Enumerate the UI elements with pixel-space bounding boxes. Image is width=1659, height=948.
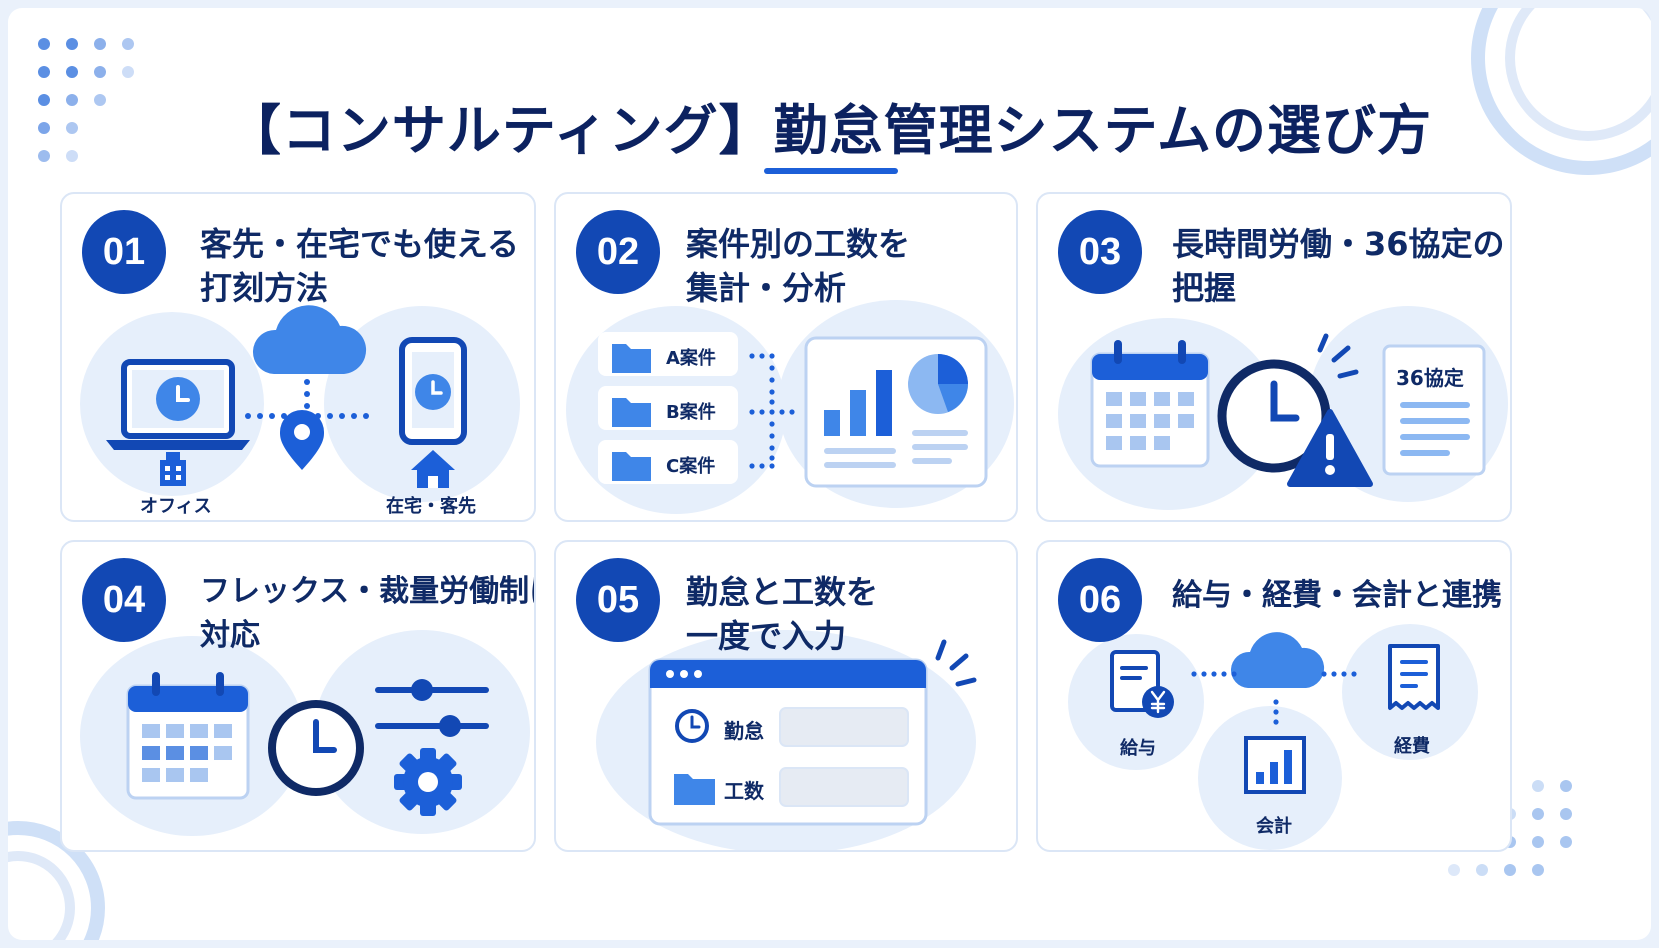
pie-chart-icon bbox=[908, 354, 968, 414]
card-title: 案件別の工数を 集計・分析 bbox=[686, 225, 911, 307]
card-title: フレックス・裁量労働制に 対応 bbox=[200, 574, 536, 653]
laptop-clock-icon bbox=[106, 359, 250, 450]
dot-grid-top-left bbox=[38, 38, 134, 162]
bar-chart-icon bbox=[1244, 736, 1306, 794]
payslip-yen-icon bbox=[1110, 650, 1174, 718]
card-06-illustration bbox=[1068, 624, 1478, 850]
clock-icon bbox=[268, 700, 364, 796]
card-05: 05 勤怠と工数を 一度で入力 勤怠 工数 bbox=[554, 540, 1018, 852]
card-title: 勤怠と工数を 一度で入力 bbox=[686, 573, 879, 655]
home-icon bbox=[411, 450, 455, 488]
highlight-rays bbox=[935, 639, 977, 687]
step-number: 04 bbox=[82, 558, 166, 642]
card-06: 06 給与・経費・会計と連携 給与 会計 経費 bbox=[1036, 540, 1512, 852]
card-01: 01 客先・在宅でも使える 打刻方法 オフィス 在宅・客先 bbox=[60, 192, 536, 522]
location-pin-icon bbox=[280, 410, 324, 470]
label-home: 在宅・客先 bbox=[386, 496, 476, 517]
step-number: 06 bbox=[1058, 558, 1142, 642]
warning-icon bbox=[1287, 409, 1373, 487]
label-accounting: 会計 bbox=[1256, 816, 1292, 837]
connector-dots bbox=[1191, 671, 1357, 725]
label-attendance: 勤怠 bbox=[724, 719, 764, 743]
receipt-icon bbox=[1388, 644, 1440, 710]
label-project-b: B案件 bbox=[666, 402, 716, 423]
sliders-icon bbox=[375, 679, 489, 737]
card-03-illustration bbox=[1058, 306, 1508, 510]
folder-icon bbox=[674, 774, 715, 805]
connector-dots bbox=[749, 353, 795, 469]
card-03: 03 長時間労働・36協定の 把握 36協定 bbox=[1036, 192, 1512, 522]
step-number: 01 bbox=[82, 210, 166, 294]
alert-rays bbox=[1317, 333, 1359, 379]
calendar-icon bbox=[1090, 340, 1210, 468]
browser-window-icon bbox=[648, 658, 928, 826]
building-icon bbox=[160, 452, 186, 486]
cloud-icon bbox=[252, 305, 367, 374]
card-title: 客先・在宅でも使える 打刻方法 bbox=[200, 225, 520, 307]
card-04: 04 フレックス・裁量労働制に 対応 bbox=[60, 540, 536, 852]
gear-icon bbox=[394, 748, 462, 816]
document-icon bbox=[1382, 344, 1486, 476]
card-02-illustration bbox=[566, 300, 1014, 514]
step-number: 05 bbox=[576, 558, 660, 642]
card-title: 給与・経費・会計と連携 bbox=[1172, 578, 1502, 613]
dashboard-chart-icon bbox=[804, 336, 988, 488]
label-project-c: C案件 bbox=[666, 456, 716, 477]
smartphone-clock-icon bbox=[399, 337, 467, 445]
infographic-page: 【コンサルティング】勤怠管理システムの選び方 bbox=[8, 8, 1651, 940]
label-36-agreement: 36協定 bbox=[1396, 366, 1464, 390]
label-expenses: 経費 bbox=[1394, 736, 1430, 757]
label-project-a: A案件 bbox=[666, 348, 716, 369]
card-04-illustration bbox=[80, 630, 530, 836]
card-title: 長時間労働・36協定の 把握 bbox=[1172, 225, 1505, 307]
rings-bottom-left bbox=[8, 821, 105, 940]
rings-top-right bbox=[1471, 8, 1651, 175]
label-office: オフィス bbox=[140, 496, 212, 517]
calendar-icon bbox=[126, 672, 250, 800]
label-salary: 給与 bbox=[1120, 738, 1156, 759]
label-manhours: 工数 bbox=[724, 779, 764, 803]
title-underline bbox=[764, 168, 898, 174]
card-02: 02 案件別の工数を 集計・分析 A案件 B案件 C案件 bbox=[554, 192, 1018, 522]
folder-icon bbox=[612, 344, 651, 481]
step-number: 03 bbox=[1058, 210, 1142, 294]
page-title: 【コンサルティング】勤怠管理システムの選び方 bbox=[226, 99, 1433, 162]
clock-icon bbox=[675, 709, 709, 743]
card-05-illustration bbox=[596, 630, 977, 850]
cloud-icon bbox=[1230, 632, 1325, 688]
card-01-illustration bbox=[80, 305, 520, 502]
step-number: 02 bbox=[576, 210, 660, 294]
